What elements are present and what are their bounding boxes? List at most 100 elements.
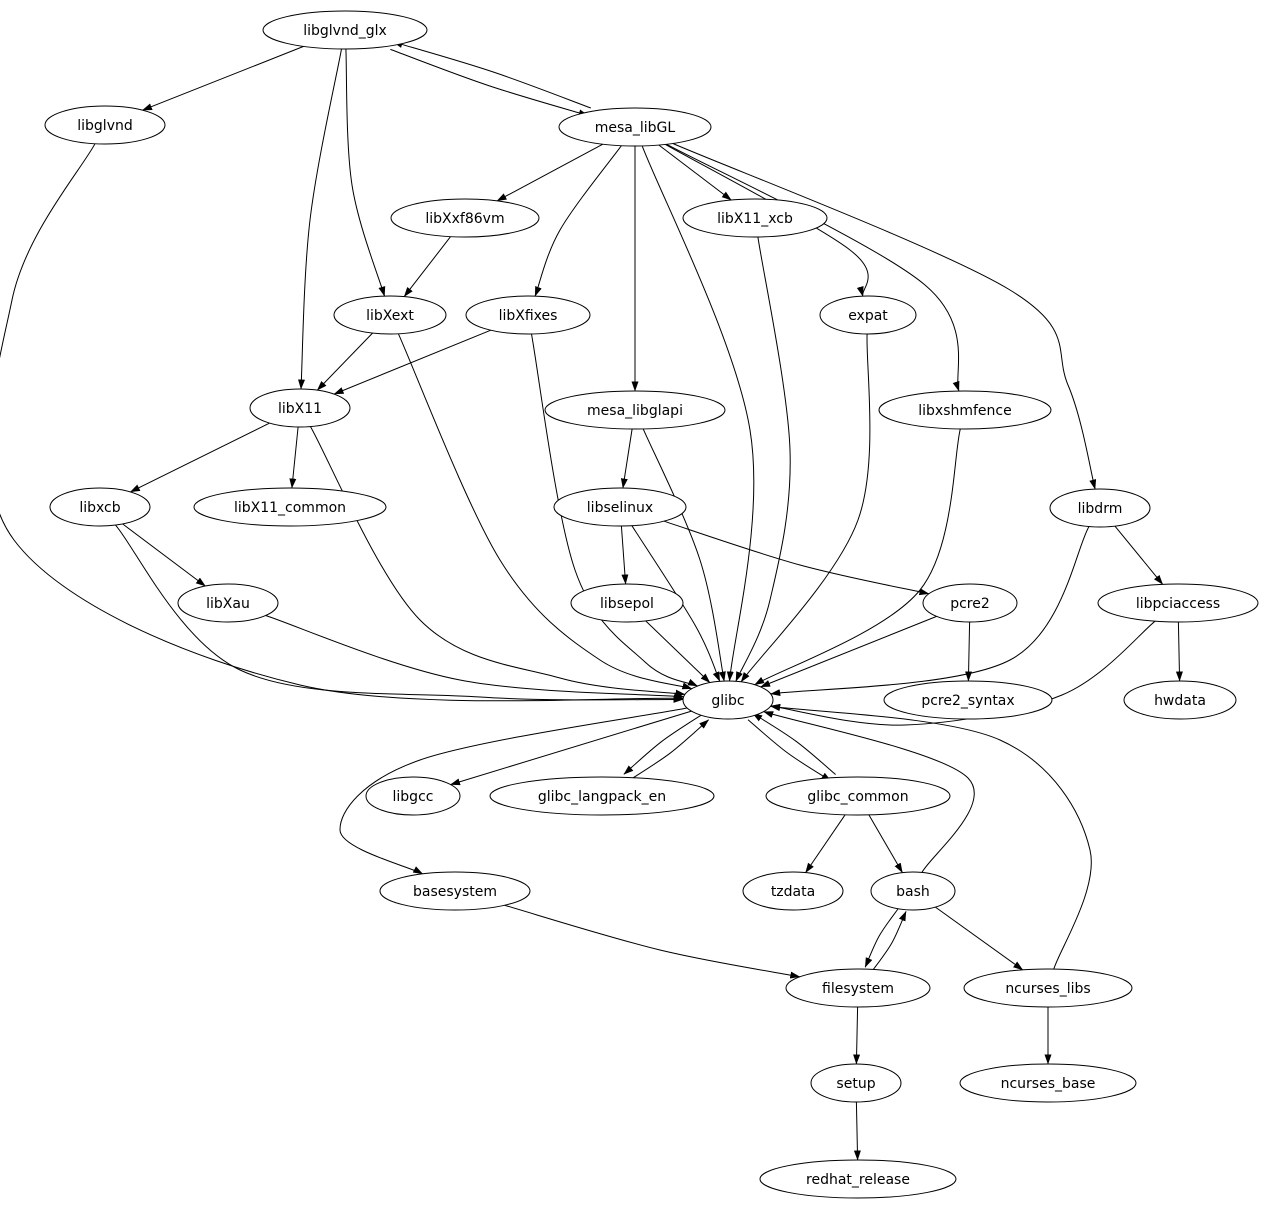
edge-libselinux-to-libsepol	[620, 525, 629, 585]
node-libselinux: libselinux	[553, 487, 687, 527]
node-libXxf86vm: libXxf86vm	[390, 198, 540, 238]
node-label-libXfixes: libXfixes	[499, 308, 558, 324]
node-ellipse-pcre2_syntax	[883, 680, 1053, 720]
edge-path-bash-to-ncurses_libs	[935, 906, 1024, 971]
edge-expat-to-glibc	[740, 333, 871, 683]
edge-glibc_common-to-tzdata	[805, 814, 846, 874]
edge-mesa_libGL-to-glibc	[641, 145, 755, 682]
edge-mesa_libGL-to-libxshmfence	[666, 143, 960, 392]
edge-bash-to-filesystem	[864, 907, 900, 968]
node-label-glibc_common: glibc_common	[807, 789, 908, 805]
edge-libselinux-to-pcre2	[663, 520, 930, 596]
edge-path-libdrm-to-libpciaccess	[1114, 525, 1164, 585]
edge-path-mesa_libGL-to-libglvnd_glx	[392, 41, 591, 109]
node-ellipse-redhat_release	[759, 1159, 957, 1199]
node-ellipse-libXxf86vm	[390, 198, 540, 238]
node-filesystem: filesystem	[785, 968, 931, 1008]
node-ellipse-mesa_libGL	[558, 107, 712, 147]
edge-filesystem-to-bash	[871, 910, 907, 972]
edge-path-mesa_libGL-to-libxshmfence	[666, 143, 960, 392]
node-ellipse-libgcc	[365, 776, 461, 816]
edge-libX11-to-glibc	[310, 426, 686, 697]
node-ellipse-glibc_common	[765, 776, 951, 816]
edge-libXext-to-glibc	[397, 333, 693, 690]
edge-libglvnd-to-glibc	[0, 143, 684, 702]
edge-path-pcre2-to-pcre2_syntax	[965, 621, 973, 682]
edge-libpciaccess-to-hwdata	[1175, 621, 1183, 682]
node-ellipse-libglvnd_glx	[262, 10, 428, 50]
edge-glibc_common-to-glibc	[752, 712, 836, 775]
edge-glibc-to-glibc_langpack_en	[623, 712, 705, 775]
edge-path-libglvnd_glx-to-mesa_libGL	[390, 48, 589, 117]
node-libglvnd_glx: libglvnd_glx	[262, 10, 428, 50]
node-ellipse-libsepol	[570, 583, 684, 623]
node-ellipse-glibc_langpack_en	[489, 776, 715, 816]
node-label-libX11_common: libX11_common	[234, 500, 346, 516]
node-tzdata: tzdata	[742, 871, 844, 911]
edge-basesystem-to-filesystem	[504, 904, 801, 979]
node-glibc: glibc	[682, 680, 774, 720]
node-ellipse-libselinux	[553, 487, 687, 527]
edge-filesystem-to-setup	[853, 1006, 861, 1065]
edge-path-mesa_libGL-to-libdrm	[672, 143, 1097, 490]
edge-path-libX11-to-glibc	[310, 426, 686, 697]
node-label-pcre2: pcre2	[950, 596, 990, 612]
edge-libxcb-to-glibc	[115, 524, 684, 703]
edge-libselinux-to-glibc	[631, 525, 721, 682]
edge-path-libxshmfence-to-glibc	[754, 428, 961, 686]
node-ellipse-libXfixes	[465, 295, 591, 335]
edge-pcre2-to-glibc	[760, 615, 937, 688]
edge-path-libxcb-to-libXau	[122, 523, 206, 587]
node-label-libsepol: libsepol	[600, 596, 654, 612]
edge-libX11-to-libxcb	[129, 422, 270, 493]
node-ellipse-ncurses_libs	[963, 968, 1133, 1008]
edge-mesa_libGL-to-libXfixes	[534, 145, 622, 297]
node-label-libXxf86vm: libXxf86vm	[425, 211, 504, 227]
edge-glibc_common-to-bash	[868, 814, 903, 874]
edge-path-libXext-to-libX11	[316, 332, 373, 391]
node-ellipse-setup	[810, 1063, 902, 1103]
edge-mesa_libGL-to-libXxf86vm	[496, 143, 604, 202]
node-label-libXext: libXext	[366, 308, 414, 324]
node-label-mesa_libGL: mesa_libGL	[595, 120, 676, 136]
node-label-glibc: glibc	[711, 693, 744, 709]
node-libgcc: libgcc	[365, 776, 461, 816]
node-label-ncurses_base: ncurses_base	[1001, 1076, 1096, 1092]
node-label-libglvnd: libglvnd	[77, 118, 133, 134]
node-label-libselinux: libselinux	[587, 500, 653, 516]
node-libX11: libX11	[249, 388, 351, 428]
edge-libXxf86vm-to-libXext	[403, 236, 451, 297]
node-label-tzdata: tzdata	[771, 884, 815, 900]
edge-glibc_langpack_en-to-glibc	[628, 719, 709, 782]
node-label-pcre2_syntax: pcre2_syntax	[921, 693, 1014, 709]
edge-path-glibc_common-to-glibc	[752, 712, 836, 775]
edge-path-mesa_libGL-to-libX11_xcb	[658, 144, 732, 201]
edge-path-mesa_libGL-to-libXfixes	[534, 145, 622, 297]
edge-libsepol-to-glibc	[645, 620, 711, 683]
edge-libglvnd_glx-to-libglvnd	[142, 45, 304, 111]
node-libpciaccess: libpciaccess	[1097, 583, 1259, 623]
edge-path-glibc-to-basesystem	[339, 707, 688, 875]
node-mesa_libGL: mesa_libGL	[558, 107, 712, 147]
node-pcre2_syntax: pcre2_syntax	[883, 680, 1053, 720]
node-label-setup: setup	[836, 1076, 875, 1092]
node-ellipse-libxshmfence	[878, 390, 1052, 430]
edge-path-libxcb-to-glibc	[115, 524, 684, 703]
node-libdrm: libdrm	[1049, 488, 1151, 528]
node-label-expat: expat	[848, 308, 888, 324]
edge-glibc-to-basesystem	[339, 707, 688, 875]
edge-path-pcre2-to-glibc	[760, 615, 937, 688]
node-label-libglvnd_glx: libglvnd_glx	[303, 23, 387, 39]
edge-libxcb-to-libXau	[122, 523, 206, 587]
node-label-glibc_langpack_en: glibc_langpack_en	[538, 789, 666, 805]
edge-path-glibc_common-to-tzdata	[805, 814, 846, 874]
node-glibc_common: glibc_common	[765, 776, 951, 816]
node-label-redhat_release: redhat_release	[806, 1172, 910, 1188]
edge-mesa_libglapi-to-glibc	[642, 428, 726, 682]
edge-path-glibc-to-glibc_langpack_en	[623, 712, 705, 775]
node-ellipse-libX11_xcb	[682, 198, 828, 238]
node-bash: bash	[870, 871, 956, 911]
edge-path-mesa_libglapi-to-glibc	[642, 428, 726, 682]
